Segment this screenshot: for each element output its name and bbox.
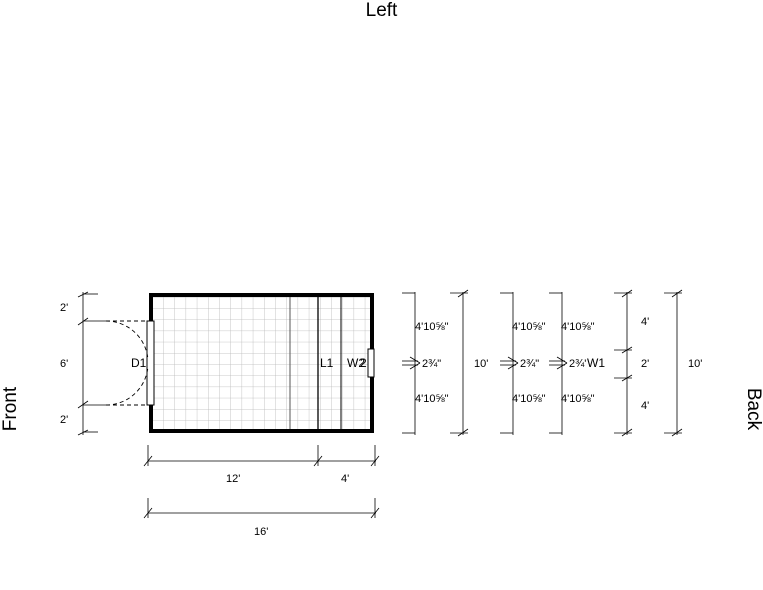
right-dimension-lines [402, 289, 683, 437]
tag-window-combo: W2 [347, 356, 365, 370]
floor-grid [152, 296, 371, 430]
dim-c2-bot: 4'10⅝" [512, 393, 546, 405]
side-label-left: Left [365, 0, 398, 21]
dim-c3-bot: 4'10⅝" [561, 393, 595, 405]
dim-c3-mid: 2¾' [569, 358, 586, 370]
dim-c2-mid: 2¾" [520, 358, 539, 370]
front-dimension-line [77, 291, 106, 436]
dim-c1-bot: 4'10⅝" [415, 393, 449, 405]
dim-front-bot: 2' [60, 414, 68, 426]
dim-c4-top: 4' [641, 316, 649, 328]
tag-door: D1 [131, 356, 147, 370]
dim-right-10: 10' [688, 358, 702, 370]
door-swing-top [105, 320, 150, 361]
door-swing-bottom [105, 365, 150, 406]
dim-c2-top: 4'10⅝" [512, 321, 546, 333]
door-opening [146, 320, 155, 406]
dim-front-mid: 6' [60, 358, 68, 370]
dim-bottom-16: 16' [254, 526, 268, 538]
bottom-dimension-lines [143, 445, 380, 519]
dim-c3-top: 4'10⅝" [561, 321, 595, 333]
dim-bottom-4: 4' [341, 473, 349, 485]
dim-c4-bot: 4' [641, 400, 649, 412]
dim-bottom-12: 12' [226, 473, 240, 485]
dim-wall-10: 10' [474, 358, 488, 370]
dim-c1-top: 4'10⅝" [415, 321, 449, 333]
dim-c1-mid: 2¾" [422, 358, 441, 370]
dim-c4-mid: 2' [641, 358, 649, 370]
tag-window-2: 2 [360, 356, 367, 370]
dim-front-top: 2' [60, 302, 68, 314]
back-window [367, 348, 375, 378]
tag-window-1: W1 [587, 356, 605, 370]
tag-loft: L1 [320, 356, 334, 370]
